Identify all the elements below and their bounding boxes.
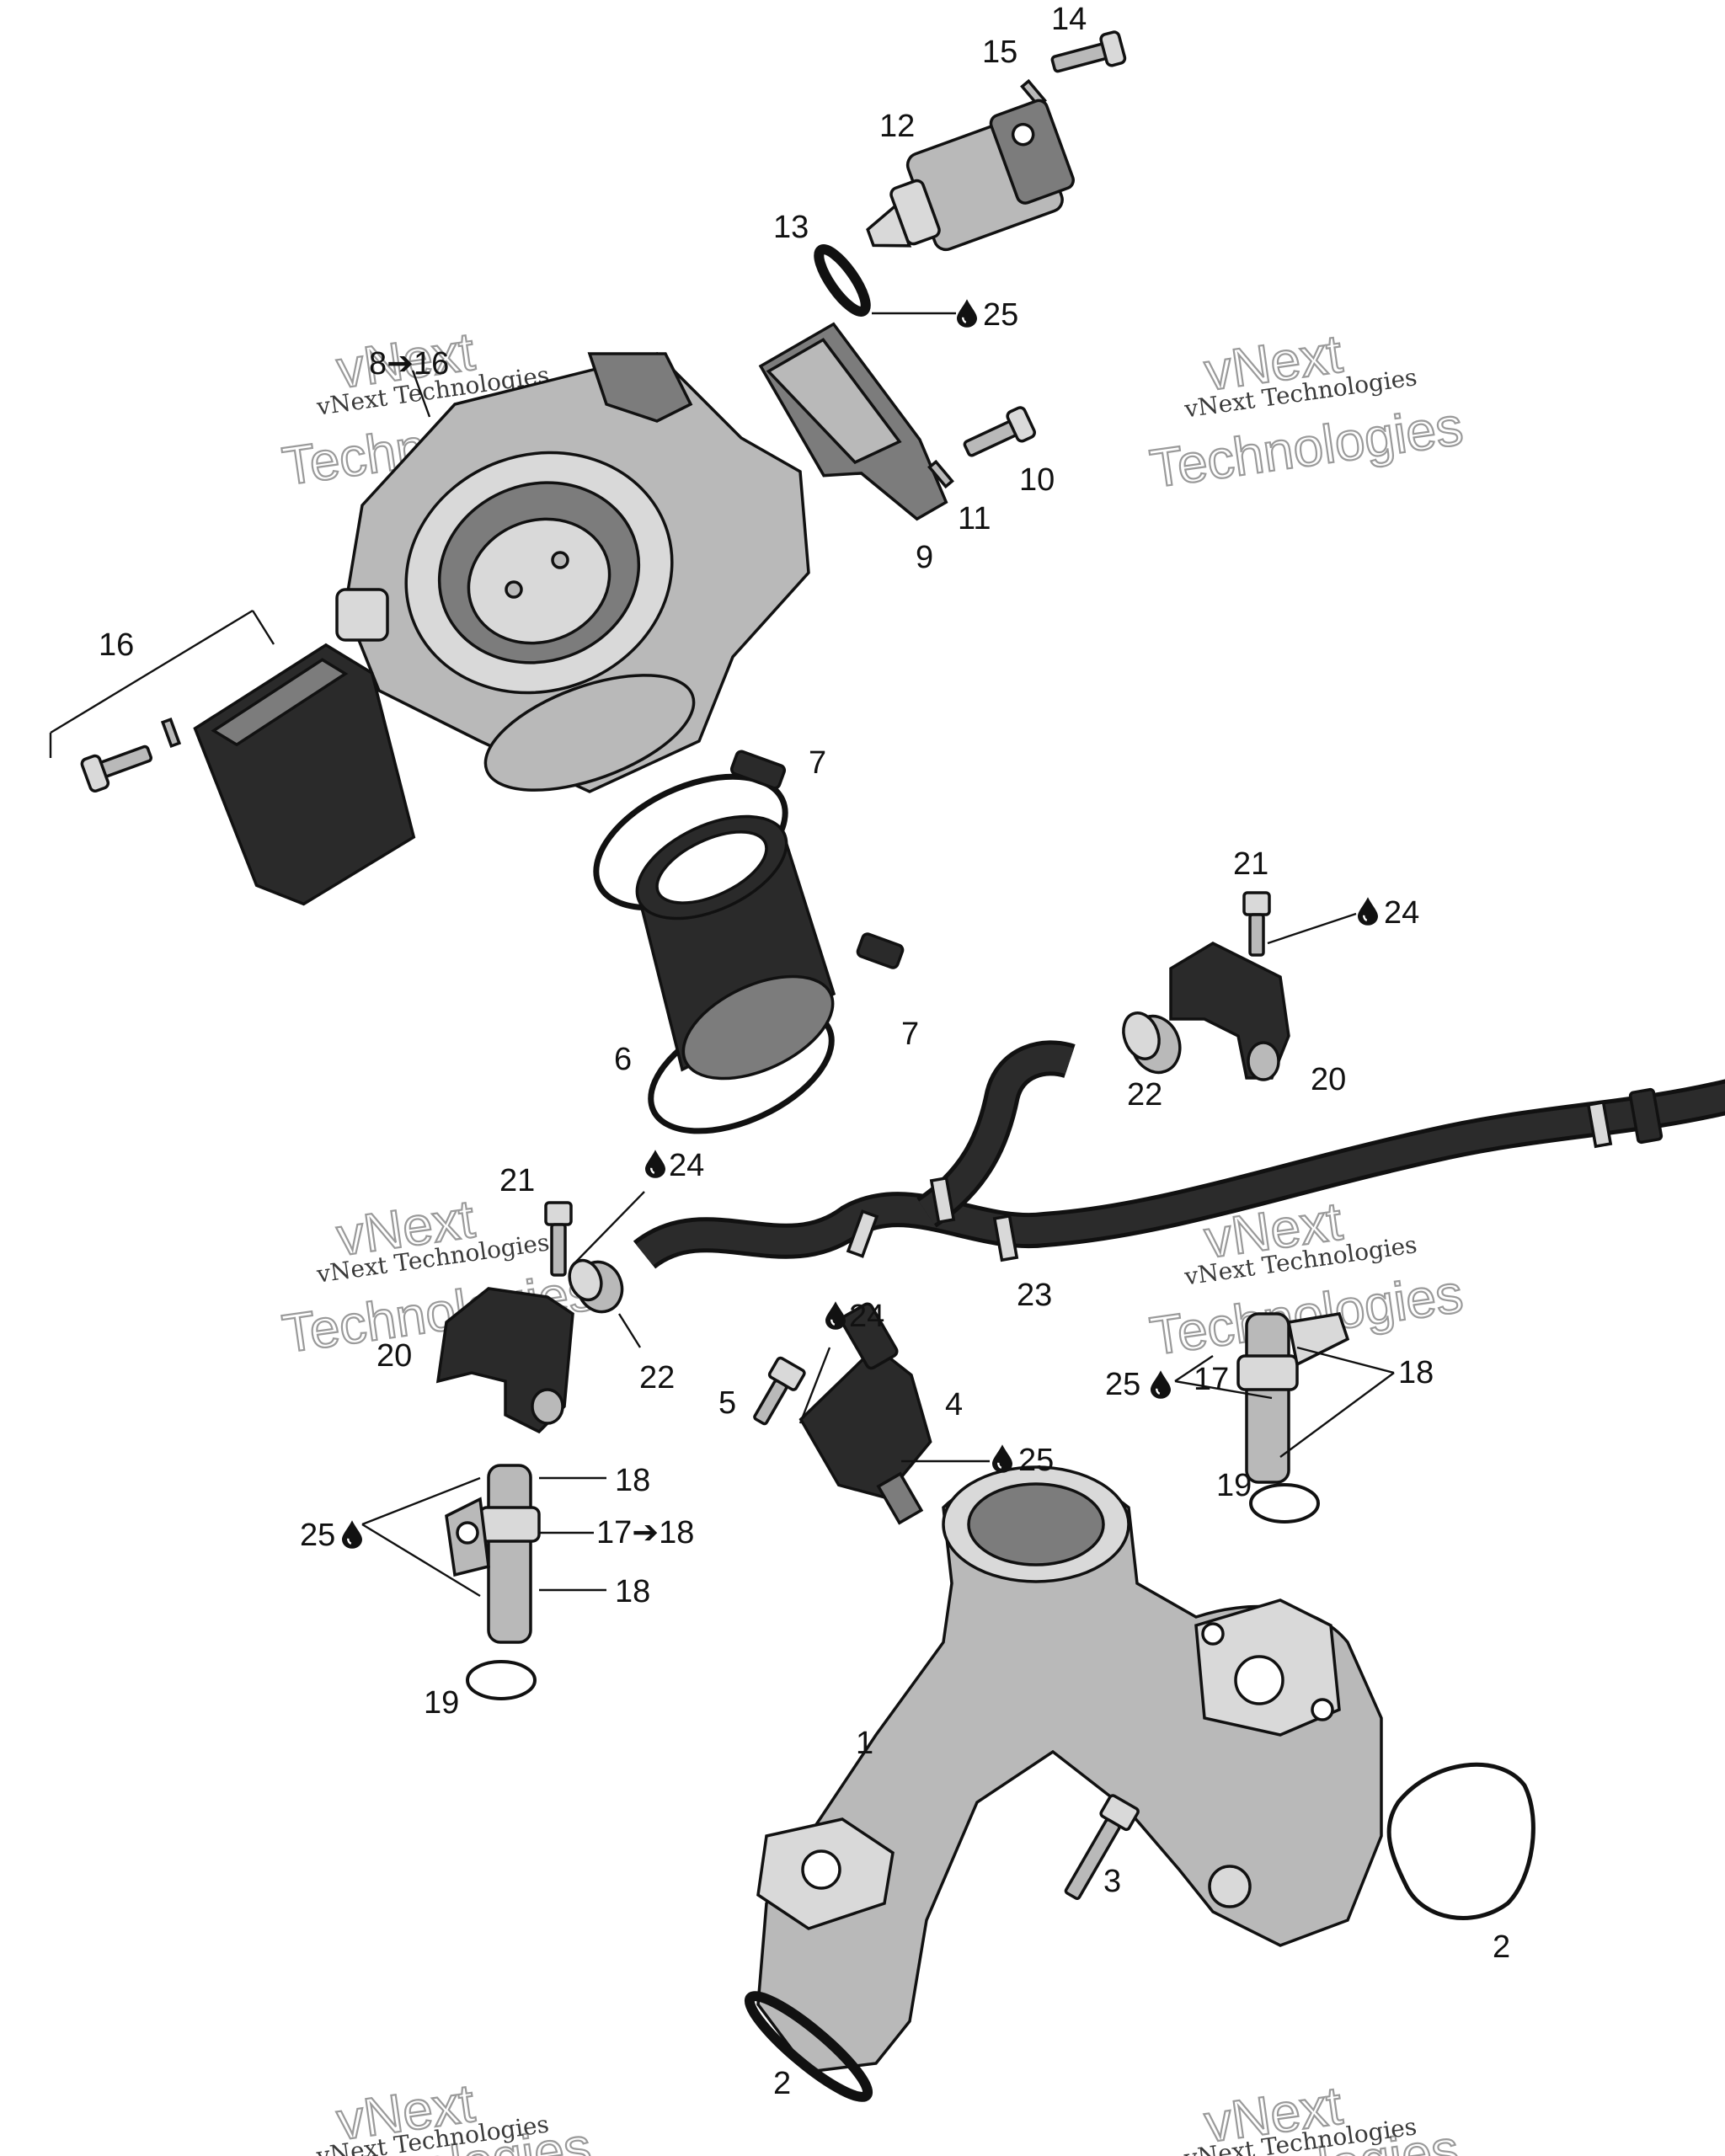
callout-5: 5 <box>718 1385 736 1421</box>
callout-25b: 25 <box>1105 1367 1140 1402</box>
part-5-bolt <box>753 1356 806 1426</box>
part-17-fuel-injector-left <box>445 1464 541 1644</box>
oil-drop-icon <box>645 1150 665 1178</box>
part-3-bolt <box>1064 1794 1140 1901</box>
callout-9: 9 <box>916 540 933 575</box>
part-9-throttle-sensor <box>758 322 948 521</box>
part-16-cover <box>193 643 416 906</box>
part-19-o-ring-right <box>1249 1483 1320 1524</box>
watermark-bottom-right: vNext Technologies vNext Technologies <box>1141 2073 1463 2156</box>
callout-23: 23 <box>1017 1278 1052 1313</box>
part-21-bolt-left <box>544 1201 573 1277</box>
callout-4: 4 <box>945 1387 963 1422</box>
callout-12: 12 <box>879 109 915 144</box>
oil-drop-icon <box>825 1301 846 1330</box>
callout-14: 14 <box>1051 2 1087 37</box>
group-bracket-16 <box>49 609 275 758</box>
part-4-map-sensor <box>798 1302 932 1525</box>
part-1-intake-manifold <box>756 1465 1383 2073</box>
callout-17a: 17 <box>1194 1362 1229 1397</box>
part-19-o-ring-left <box>466 1660 537 1700</box>
watermark-top-right: vNext Technologies vNext Technologies <box>1146 322 1467 499</box>
oil-drop-icon <box>992 1444 1012 1473</box>
callout-24c: 24 <box>849 1299 884 1334</box>
oil-drop-icon <box>1358 897 1378 926</box>
part-22-bushing-left <box>568 1258 624 1314</box>
part-11-washer <box>927 459 954 489</box>
part-23-fuel-hose <box>633 1040 1725 1270</box>
part-22-bushing-right <box>1122 1011 1182 1075</box>
part-17-fuel-injector-right <box>1236 1312 1350 1484</box>
callout-2b: 2 <box>773 2066 791 2101</box>
part-14-screw <box>1050 30 1127 73</box>
callout-24a: 24 <box>1384 895 1419 931</box>
part-13-o-ring <box>814 244 871 317</box>
callout-19b: 19 <box>424 1685 459 1721</box>
oil-drop-icon <box>1151 1370 1171 1399</box>
part-20-fuel-rail-mount-left <box>435 1287 574 1434</box>
callout-15: 15 <box>982 35 1017 70</box>
callout-25c: 25 <box>1018 1443 1054 1478</box>
part-7-clamp-screw-bottom <box>856 932 905 969</box>
callout-10: 10 <box>1019 462 1055 498</box>
callout-18a: 18 <box>1398 1355 1434 1390</box>
callout-25a: 25 <box>983 297 1018 333</box>
callout-18b: 18 <box>615 1463 650 1498</box>
part-7-clamp-screw-top <box>729 750 787 790</box>
callout-25d: 25 <box>300 1518 335 1553</box>
oil-drop-icon <box>957 299 977 328</box>
callout-20b: 20 <box>377 1338 412 1374</box>
callout-16: 16 <box>99 627 134 663</box>
callout-20a: 20 <box>1311 1062 1346 1097</box>
leader-lines <box>361 312 1395 1598</box>
callout-3: 3 <box>1103 1864 1121 1899</box>
part-21-bolt-right <box>1242 891 1271 957</box>
part-16-washer <box>160 717 182 749</box>
callout-21b: 21 <box>499 1163 535 1198</box>
part-8-throttle-body <box>335 352 810 793</box>
callout-11: 11 <box>958 501 991 536</box>
callout-19a: 19 <box>1216 1468 1252 1503</box>
callout-13: 13 <box>773 210 809 245</box>
watermark-bottom-left: vNext Technologies vNext Technologies <box>274 2072 595 2156</box>
callout-17b: 17➔18 <box>596 1515 694 1550</box>
part-6-intake-boot <box>593 773 836 1134</box>
part-2-gasket-right <box>1386 1762 1535 1920</box>
callout-6: 6 <box>614 1042 632 1077</box>
callout-1: 1 <box>856 1726 873 1761</box>
callout-2a: 2 <box>1493 1929 1510 1965</box>
part-10-screw <box>963 406 1036 457</box>
part-12-idle-air-valve <box>866 99 1075 252</box>
callout-7b: 7 <box>901 1017 919 1052</box>
callout-8: 8➔16 <box>369 346 449 382</box>
callout-22b: 22 <box>639 1360 675 1396</box>
callout-24b: 24 <box>669 1148 704 1183</box>
callout-7a: 7 <box>809 745 826 781</box>
part-16-screw <box>80 744 153 792</box>
callout-21a: 21 <box>1233 846 1268 882</box>
oil-drop-icon <box>342 1520 362 1549</box>
part-20-fuel-rail-mount-right <box>1169 942 1290 1081</box>
callout-22a: 22 <box>1127 1077 1162 1113</box>
part-2-gasket-bottom <box>744 1991 873 2102</box>
callout-18c: 18 <box>615 1574 650 1609</box>
callout-labels: 14 15 12 13 25 8➔16 10 11 9 16 7 21 24 7… <box>99 2 1510 2101</box>
